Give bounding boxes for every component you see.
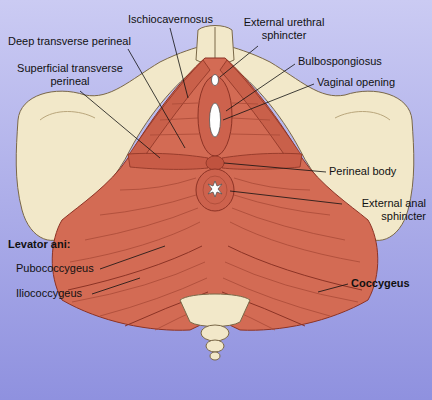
leader-line (318, 284, 348, 292)
bulbospongiosus-muscle (198, 76, 232, 156)
leader-line (100, 246, 165, 269)
vaginal-opening (210, 103, 221, 137)
leader-line (223, 84, 314, 120)
leader-line (80, 91, 160, 158)
muscle-detail-left (68, 60, 210, 330)
sacrum (180, 294, 250, 327)
part-label: Pubococcygeus (16, 262, 94, 275)
anal-opening (208, 181, 222, 197)
part-label: Perineal body (329, 165, 396, 178)
muscle-detail-right (220, 60, 362, 330)
coccyx-segment (206, 340, 224, 352)
urethral-opening (212, 75, 219, 86)
leader-line (226, 64, 295, 111)
leader-line (224, 163, 326, 172)
part-label: Vaginal opening (317, 76, 395, 89)
leader-line (170, 28, 188, 98)
part-label: Iliococcygeus (16, 287, 82, 300)
sphincter-ring (203, 176, 227, 204)
leader-line (92, 278, 140, 294)
pelvic-floor-muscle (52, 58, 378, 330)
part-label: Superficial transverse perineal (8, 62, 132, 88)
external-anal-sphincter (196, 169, 234, 211)
part-label: Deep transverse perineal (8, 35, 131, 48)
part-label: Coccygeus (351, 277, 410, 290)
leader-line (230, 191, 342, 204)
part-label: Bulbospongiosus (298, 55, 382, 68)
part-label: External urethral sphincter (232, 16, 336, 42)
coccyx-segment (201, 325, 229, 341)
leader-line (220, 46, 258, 77)
leader-line (128, 49, 185, 148)
coccyx-segment (210, 352, 220, 360)
perineal-body (206, 156, 224, 170)
part-label: Levator ani: (8, 238, 70, 251)
part-label: External anal sphincter (344, 197, 426, 223)
part-label: Ischiocavernosus (128, 13, 213, 26)
